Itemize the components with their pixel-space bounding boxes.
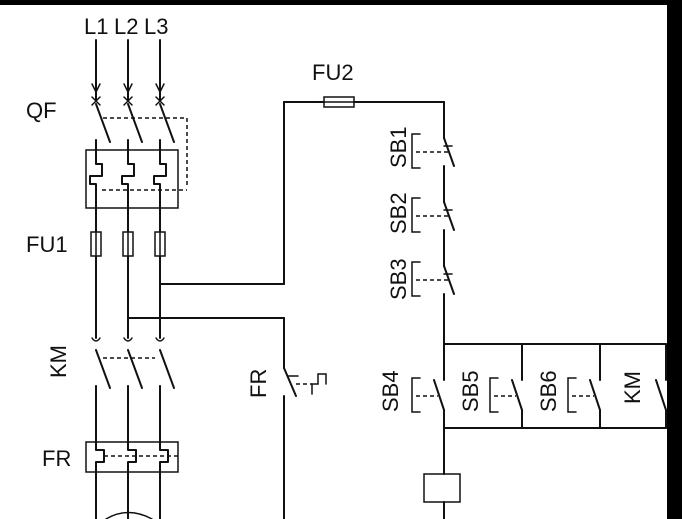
sb4-start-button	[411, 343, 445, 429]
km-coil	[423, 427, 461, 519]
sb6-start-button	[567, 343, 601, 429]
label-sb5: SB5	[458, 370, 483, 412]
label-fr-contact: FR	[246, 369, 271, 398]
qf-breaker	[85, 96, 188, 209]
label-l2: L2	[114, 14, 138, 39]
labels: L1 L2 L3 QF FU1 FU2 FR KM FR SB1 SB2 SB3…	[26, 14, 645, 471]
right-border	[667, 0, 682, 519]
sb1-stop-button	[411, 101, 455, 203]
label-sb1: SB1	[386, 126, 411, 168]
km-aux-contact	[655, 343, 667, 429]
phase-inputs	[91, 39, 165, 101]
label-sb4: SB4	[378, 370, 403, 412]
label-l3: L3	[144, 14, 168, 39]
label-km-aux: KM	[620, 371, 645, 404]
main-power-circuit	[85, 39, 285, 519]
fr-thermal-heaters	[85, 441, 179, 519]
sb2-stop-button	[411, 197, 455, 267]
parallel-rails	[443, 343, 667, 429]
label-sb6: SB6	[536, 370, 561, 412]
label-l1: L1	[84, 14, 108, 39]
label-fu2: FU2	[312, 60, 354, 85]
label-sb2: SB2	[386, 192, 411, 234]
control-taps	[127, 283, 285, 319]
label-km-main: KM	[46, 345, 71, 378]
control-circuit	[283, 96, 667, 519]
label-sb3: SB3	[386, 258, 411, 300]
fu1-fuses	[90, 207, 166, 339]
label-fu1: FU1	[26, 232, 68, 257]
km-main-contacts	[91, 337, 175, 443]
top-border	[0, 0, 682, 5]
fr-nc-contact	[283, 317, 327, 519]
label-qf: QF	[26, 98, 57, 123]
sb5-start-button	[489, 343, 523, 429]
label-fr-main: FR	[42, 446, 71, 471]
sb3-stop-button	[411, 261, 455, 345]
fu2-fuse	[283, 96, 445, 285]
circuit-diagram: L1 L2 L3 QF FU1 FU2 FR KM FR SB1 SB2 SB3…	[26, 14, 667, 519]
